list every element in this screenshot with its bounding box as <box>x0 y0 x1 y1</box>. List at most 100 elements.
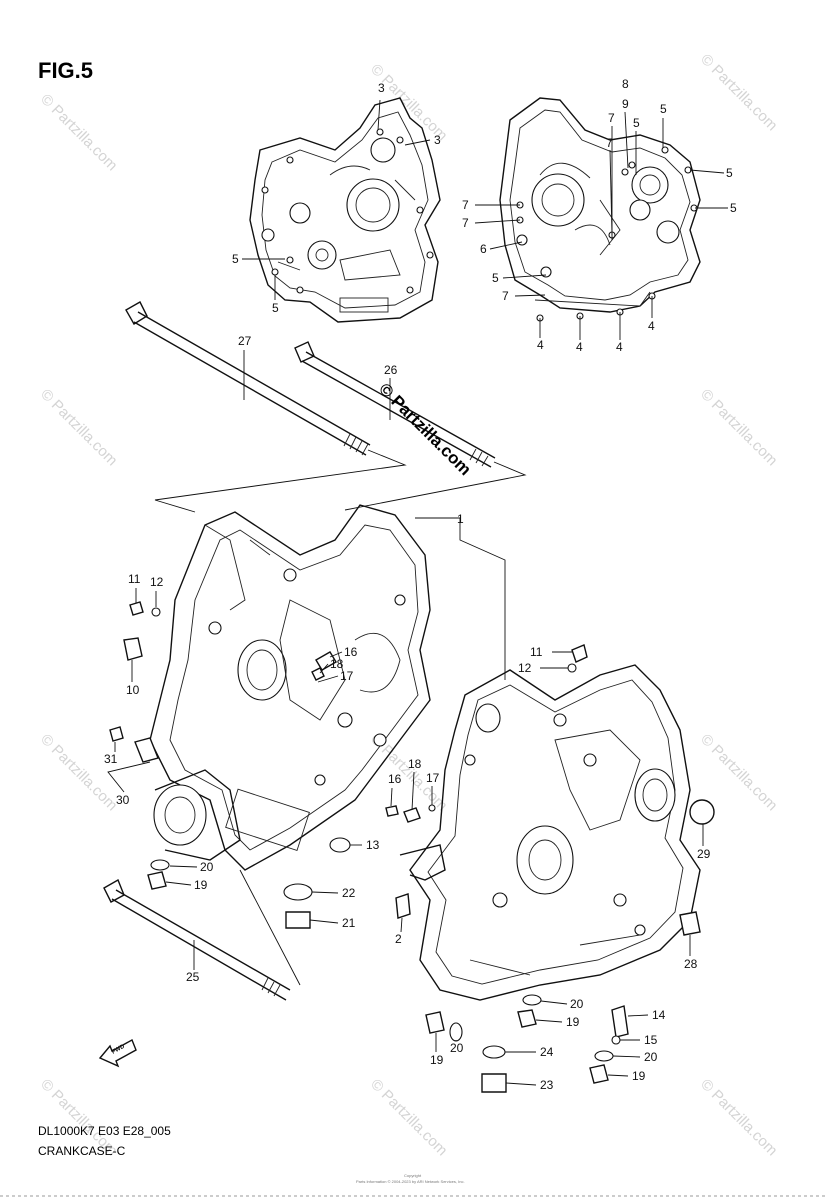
callout-22: 22 <box>342 886 356 900</box>
section-name: CRANKCASE-C <box>38 1144 126 1158</box>
callout-3: 3 <box>378 81 385 95</box>
dowel-pin-2[interactable] <box>395 893 411 919</box>
callout-18: 18 <box>408 757 422 771</box>
o-ring-22[interactable] <box>283 883 313 901</box>
copyright-line-1: Copyright <box>404 1173 422 1178</box>
callout-20: 20 <box>450 1041 464 1055</box>
callout-20: 20 <box>570 997 584 1011</box>
guide-line-27 <box>154 449 407 513</box>
leader-line <box>309 919 339 924</box>
crankcase-right-half[interactable] <box>399 664 701 1001</box>
drain-bolt-19-bottom[interactable] <box>425 1011 445 1034</box>
figure-title: FIG.5 <box>38 58 93 83</box>
plug-10[interactable] <box>123 637 143 661</box>
callout-20: 20 <box>200 860 214 874</box>
gasket-20-left[interactable] <box>150 859 170 871</box>
watermark-tile: © Partzilla.com <box>697 731 780 814</box>
callout-10: 10 <box>126 683 140 697</box>
plug-21[interactable] <box>285 911 311 929</box>
watermark-tile: © Partzilla.com <box>697 51 780 134</box>
drain-bolt-19-right[interactable] <box>517 1009 537 1028</box>
callout-4: 4 <box>616 340 623 354</box>
leader-line <box>390 787 393 807</box>
bolt-31[interactable] <box>109 726 124 742</box>
callout-29: 29 <box>697 847 711 861</box>
callout-12: 12 <box>150 575 164 589</box>
cap-28[interactable] <box>679 911 701 936</box>
jet-18-left[interactable] <box>311 667 325 681</box>
callout-19: 19 <box>430 1053 444 1067</box>
leader-line <box>607 1074 629 1077</box>
bolt-26[interactable] <box>294 341 496 468</box>
callout-28: 28 <box>684 957 698 971</box>
washer-12-right[interactable] <box>567 663 577 673</box>
bolt-25[interactable] <box>103 878 291 1001</box>
watermark-tile: © Partzilla.com <box>367 1076 450 1159</box>
callout-5: 5 <box>272 301 279 315</box>
leader-line <box>377 99 381 131</box>
bolt-11-right[interactable] <box>571 644 588 663</box>
leader-line <box>689 169 725 174</box>
crankcase-left-half[interactable] <box>149 504 431 871</box>
callout-6: 6 <box>480 242 487 256</box>
callout-27: 27 <box>238 334 252 348</box>
guide-line-25 <box>239 869 301 986</box>
callout-14: 14 <box>652 1008 666 1022</box>
callout-7: 7 <box>462 198 469 212</box>
callout-5: 5 <box>633 116 640 130</box>
bolt-11-left[interactable] <box>129 601 144 616</box>
callout-16: 16 <box>388 772 402 786</box>
bolt-16-right[interactable] <box>385 805 399 817</box>
leader-line <box>311 891 339 894</box>
jet-14[interactable] <box>611 1005 629 1038</box>
leader-line <box>627 1014 649 1017</box>
leader-line <box>540 1000 568 1005</box>
leader-line <box>317 675 339 683</box>
callout-17: 17 <box>426 771 440 785</box>
gasket-20-far-right[interactable] <box>594 1050 614 1062</box>
crankcase-upper-right-view[interactable] <box>499 97 701 322</box>
leader-line <box>474 219 521 224</box>
o-ring-17-right[interactable] <box>428 804 436 812</box>
callout-9: 9 <box>622 97 629 111</box>
callout-4: 4 <box>648 319 655 333</box>
callout-25: 25 <box>186 970 200 984</box>
callout-5: 5 <box>660 102 667 116</box>
callout-19: 19 <box>566 1015 580 1029</box>
leader-line <box>489 241 523 250</box>
callout-8: 8 <box>622 77 629 91</box>
callout-26: 26 <box>384 363 398 377</box>
leader-line <box>329 651 343 658</box>
drain-bolt-19-far-right[interactable] <box>589 1064 609 1084</box>
plug-23[interactable] <box>481 1073 507 1093</box>
sensor-30[interactable] <box>134 737 159 763</box>
leader-line <box>514 294 546 297</box>
crankcase-upper-left-view[interactable] <box>249 97 441 323</box>
o-ring-24[interactable] <box>482 1045 506 1059</box>
o-ring-15[interactable] <box>611 1035 621 1045</box>
leader-line <box>612 1055 641 1058</box>
callout-20: 20 <box>644 1050 658 1064</box>
callout-4: 4 <box>537 338 544 352</box>
callout-24: 24 <box>540 1045 554 1059</box>
guide-line-26 <box>344 461 527 511</box>
drain-bolt-19-left[interactable] <box>147 871 167 890</box>
watermark-tile: © Partzilla.com <box>37 386 120 469</box>
o-ring-13[interactable] <box>329 837 351 853</box>
washer-12-left[interactable] <box>151 607 161 617</box>
jet-18-right[interactable] <box>403 807 421 823</box>
callout-3: 3 <box>434 133 441 147</box>
gasket-20-bottom[interactable] <box>449 1022 463 1042</box>
watermark-tile: © Partzilla.com <box>697 386 780 469</box>
gasket-20-right[interactable] <box>522 994 542 1006</box>
bolt-27[interactable] <box>125 301 371 456</box>
callout-21: 21 <box>342 916 356 930</box>
callout-17: 17 <box>340 669 354 683</box>
callout-11: 11 <box>530 645 543 659</box>
fwd-arrow-icon: FWD <box>98 1039 137 1068</box>
callout-5: 5 <box>232 252 239 266</box>
cap-29[interactable] <box>689 799 715 825</box>
callout-5: 5 <box>730 201 737 215</box>
